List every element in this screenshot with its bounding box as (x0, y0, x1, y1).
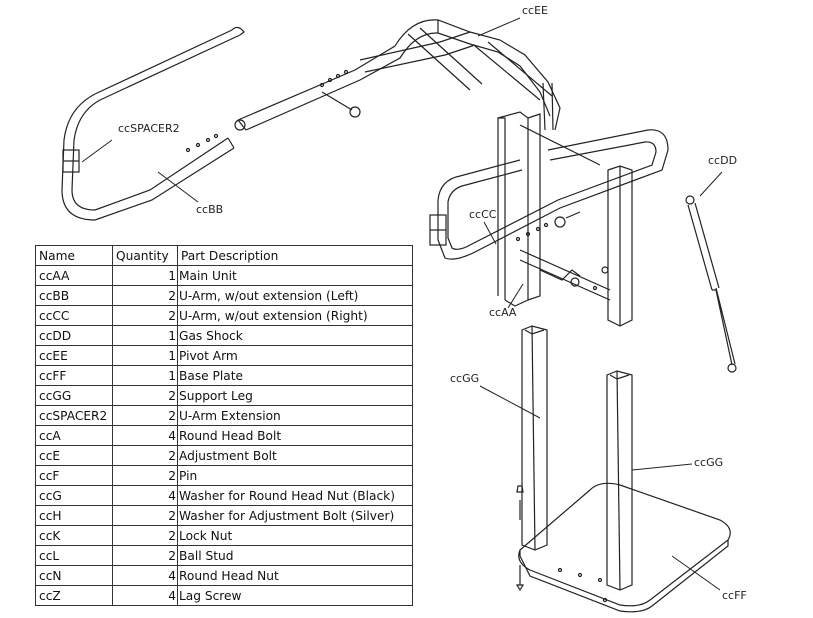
part-name-cell: ccE (35, 445, 113, 466)
part-description-cell: Ball Stud (177, 545, 413, 566)
part-quantity-cell: 4 (112, 425, 178, 446)
part-name-cell: ccF (35, 465, 113, 486)
part-name-cell: ccEE (35, 345, 113, 366)
part-description-cell: Lock Nut (177, 525, 413, 546)
part-name-cell: ccGG (35, 385, 113, 406)
part-quantity-cell: 2 (112, 305, 178, 326)
part-quantity-cell: 2 (112, 405, 178, 426)
part-quantity-cell: 1 (112, 365, 178, 386)
support-legs-drawing (521, 325, 633, 591)
part-quantity-cell: 2 (112, 445, 178, 466)
part-quantity-cell: 2 (112, 505, 178, 526)
pivot-arm-drawing (234, 19, 561, 131)
part-name-cell: ccBB (35, 285, 113, 306)
part-name-cell: ccCC (35, 305, 113, 326)
part-name-cell: ccA (35, 425, 113, 446)
part-quantity-cell: 2 (112, 285, 178, 306)
part-name-cell: ccL (35, 545, 113, 566)
table-header-row: Name Quantity Part Description (35, 245, 413, 266)
callout-ccSPACER2: ccSPACER2 (118, 122, 180, 135)
right-u-arm-drawing (429, 129, 669, 260)
part-description-cell: Lag Screw (177, 585, 413, 606)
part-name-cell: ccDD (35, 325, 113, 346)
part-description-cell: Round Head Nut (177, 565, 413, 586)
callout-ccBB: ccBB (196, 203, 224, 216)
part-name-cell: ccG (35, 485, 113, 506)
part-description-cell: Adjustment Bolt (177, 445, 413, 466)
header-name: Name (35, 245, 113, 266)
part-quantity-cell: 2 (112, 385, 178, 406)
part-description-cell: Washer for Round Head Nut (Black) (177, 485, 413, 506)
part-name-cell: ccAA (35, 265, 113, 286)
part-name-cell: ccN (35, 565, 113, 586)
part-name-cell: ccH (35, 505, 113, 526)
left-u-arm-drawing (61, 26, 245, 221)
part-description-cell: Pin (177, 465, 413, 486)
gas-shock-drawing (685, 195, 737, 373)
part-quantity-cell: 2 (112, 545, 178, 566)
base-plate-drawing (515, 482, 731, 613)
part-name-cell: ccSPACER2 (35, 405, 113, 426)
part-name-cell: ccZ (35, 585, 113, 606)
callout-ccAA: ccAA (489, 306, 517, 319)
part-description-cell: Round Head Bolt (177, 425, 413, 446)
part-quantity-cell: 2 (112, 525, 178, 546)
leader-lines (81, 17, 723, 591)
callout-ccFF: ccFF (722, 589, 747, 602)
header-description: Part Description (177, 245, 413, 266)
part-quantity-cell: 1 (112, 265, 178, 286)
callout-ccGG-right: ccGG (694, 456, 724, 469)
callout-ccGG-left: ccGG (450, 372, 480, 385)
part-description-cell: Base Plate (177, 365, 413, 386)
part-description-cell: U-Arm, w/out extension (Right) (177, 305, 413, 326)
part-description-cell: Pivot Arm (177, 345, 413, 366)
part-quantity-cell: 1 (112, 345, 178, 366)
part-description-cell: Main Unit (177, 265, 413, 286)
header-quantity: Quantity (112, 245, 178, 266)
part-description-cell: Support Leg (177, 385, 413, 406)
callout-ccDD: ccDD (708, 154, 738, 167)
callout-ccCC: ccCC (469, 208, 497, 221)
part-description-cell: Gas Shock (177, 325, 413, 346)
part-quantity-cell: 2 (112, 465, 178, 486)
part-quantity-cell: 1 (112, 325, 178, 346)
part-quantity-cell: 4 (112, 585, 178, 606)
main-unit-drawing (497, 111, 633, 327)
part-quantity-cell: 4 (112, 485, 178, 506)
callout-ccEE: ccEE (522, 4, 548, 17)
part-quantity-cell: 4 (112, 565, 178, 586)
part-name-cell: ccFF (35, 365, 113, 386)
part-description-cell: U-Arm Extension (177, 405, 413, 426)
part-description-cell: U-Arm, w/out extension (Left) (177, 285, 413, 306)
part-description-cell: Washer for Adjustment Bolt (Silver) (177, 505, 413, 526)
part-name-cell: ccK (35, 525, 113, 546)
